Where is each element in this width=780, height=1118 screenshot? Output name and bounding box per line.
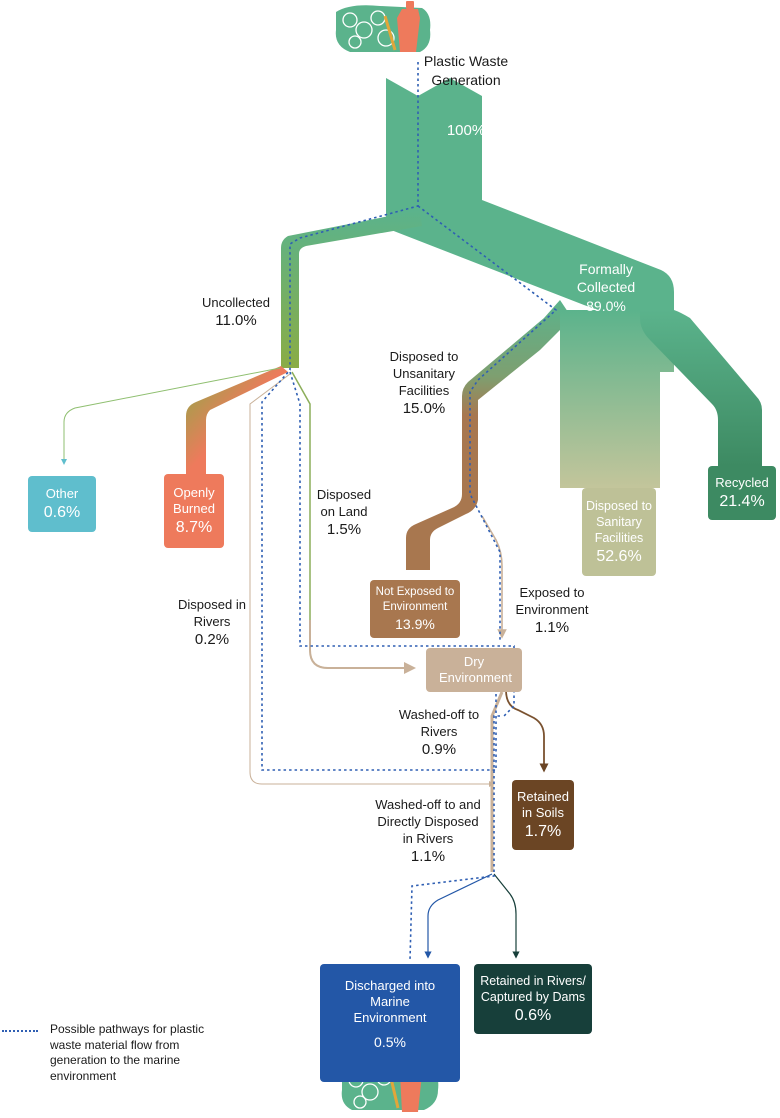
disposed-on-land-title: Disposed on Land (316, 487, 372, 519)
disposed-on-land-label: Disposed on Land 1.5% (312, 486, 376, 540)
uncollected-label: Uncollected 11.0% (196, 294, 276, 331)
pathway-lines (261, 62, 558, 961)
retained-rivers-box: Retained in Rivers/ Captured by Dams 0.6… (474, 964, 592, 1034)
washed-off-flow (490, 691, 504, 872)
unsanitary-label: Disposed to Unsanitary Facilities 15.0% (384, 348, 464, 419)
uncollected-value: 11.0% (215, 312, 257, 329)
unsanitary-branch (462, 300, 572, 492)
uncollected-branch (281, 210, 422, 368)
dry-environment-title: Dry Environment (439, 654, 512, 685)
exposed-label: Exposed to Environment 1.1% (510, 584, 594, 638)
exposed-value: 1.1% (534, 619, 570, 636)
not-exposed-branch (406, 490, 478, 570)
disposed-on-land-flow-end (309, 620, 416, 674)
marine-split-flow (424, 873, 493, 959)
washed-direct-title: Washed-off to and Directly Disposed in R… (375, 797, 481, 846)
generation-label: Plastic Waste Generation (418, 52, 514, 90)
washed-off-label: Washed-off to Rivers 0.9% (396, 706, 482, 760)
washed-off-value: 0.9% (421, 741, 457, 758)
exposed-flow (481, 515, 507, 639)
not-exposed-box: Not Exposed to Environment 13.9% (370, 580, 460, 638)
retained-soils-box: Retained in Soils 1.7% (512, 780, 574, 850)
recycled-branch (640, 310, 762, 466)
sanitary-title: Disposed to Sanitary Facilities (586, 498, 653, 545)
other-value: 0.6% (43, 503, 81, 521)
generation-title: Plastic Waste Generation (423, 53, 509, 88)
washed-direct-value: 1.1% (410, 848, 446, 865)
recycled-title: Recycled (715, 474, 769, 490)
plastic-bottle-icon (397, 1, 420, 52)
uncollected-title: Uncollected (202, 295, 270, 310)
disposed-in-rivers-title: Disposed in Rivers (178, 597, 246, 629)
washed-direct-label: Washed-off to and Directly Disposed in R… (372, 796, 484, 867)
sanitary-value: 52.6% (596, 547, 642, 565)
openly-burned-value: 8.7% (175, 518, 213, 536)
marine-title: Discharged into Marine Environment (344, 978, 436, 1025)
generation-flow (386, 78, 674, 312)
not-exposed-value: 13.9% (395, 616, 435, 632)
other-flow (61, 367, 281, 465)
formally-collected-label: Formally Collected 89.0% (566, 260, 646, 316)
unsanitary-value: 15.0% (402, 400, 446, 417)
recycled-value: 21.4% (719, 492, 765, 510)
disposed-in-rivers-label: Disposed in Rivers 0.2% (176, 596, 248, 650)
recycled-box: Recycled 21.4% (708, 466, 776, 520)
disposed-on-land-value: 1.5% (326, 521, 362, 538)
generation-value: 100% (446, 122, 486, 139)
rivers-split-flow (493, 873, 520, 959)
retained-soils-flow (505, 689, 549, 773)
exposed-title: Exposed to Environment (515, 585, 589, 617)
retained-soils-title: Retained in Soils (516, 788, 570, 820)
sanitary-box: Disposed to Sanitary Facilities 52.6% (582, 488, 656, 576)
legend-text: Possible pathways for plastic waste mate… (50, 1022, 205, 1083)
other-title: Other (45, 485, 79, 501)
formally-collected-value: 89.0% (586, 298, 626, 314)
marine-value: 0.5% (374, 1034, 406, 1050)
retained-rivers-value: 0.6% (514, 1006, 552, 1024)
marine-box: Discharged into Marine Environment 0.5% (320, 964, 460, 1082)
formally-collected-title: Formally Collected (576, 261, 636, 295)
sanitary-branch (560, 310, 674, 488)
dry-environment-box: Dry Environment (426, 648, 522, 692)
disposed-in-rivers-flow (249, 373, 495, 787)
openly-burned-branch (186, 366, 288, 474)
not-exposed-title: Not Exposed to Environment (375, 586, 455, 613)
retained-soils-value: 1.7% (524, 822, 562, 840)
washed-off-title: Washed-off to Rivers (398, 707, 480, 739)
other-box: Other 0.6% (28, 476, 96, 532)
retained-rivers-title: Retained in Rivers/ Captured by Dams (480, 973, 586, 1004)
openly-burned-title: Openly Burned (173, 484, 215, 516)
openly-burned-box: Openly Burned 8.7% (164, 474, 224, 548)
legend-dotted-line (2, 1030, 38, 1032)
disposed-in-rivers-value: 0.2% (194, 631, 230, 648)
unsanitary-title: Disposed to Unsanitary Facilities (389, 349, 459, 398)
